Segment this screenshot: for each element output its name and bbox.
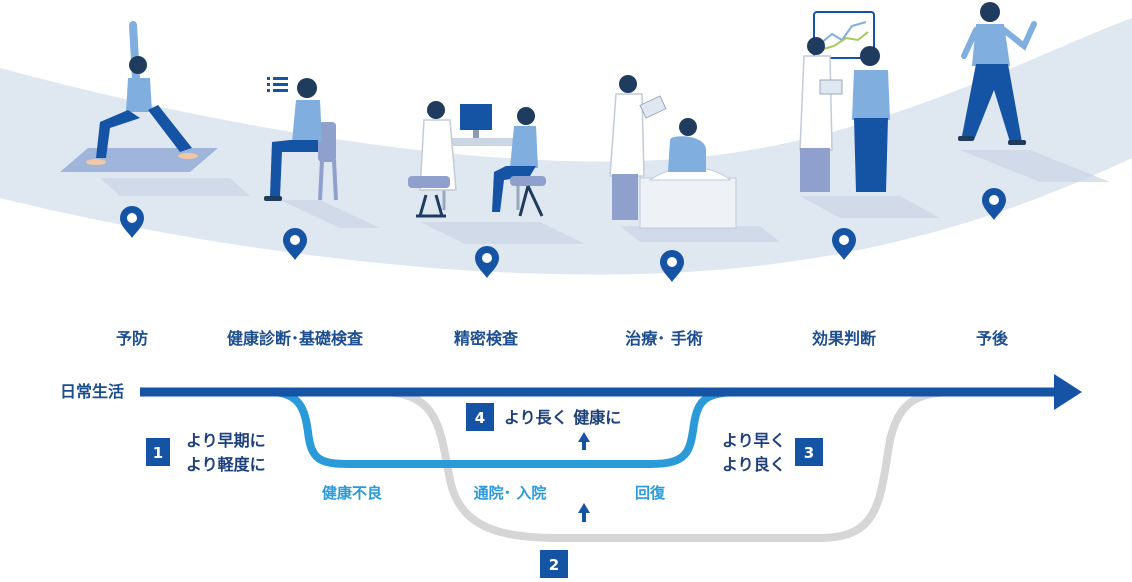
seated-person-icon bbox=[264, 77, 380, 228]
hospital-path bbox=[379, 388, 961, 542]
benefit-4: 4 より長く 健康に bbox=[466, 403, 621, 431]
walking-person-icon bbox=[958, 2, 1110, 182]
badge-1-number: 1 bbox=[153, 444, 163, 462]
badge-1 bbox=[146, 438, 170, 466]
location-pin-icon-5 bbox=[832, 228, 856, 260]
up-arrow-icon-bottom bbox=[578, 503, 590, 522]
stage-label-prognosis: 予後 bbox=[976, 329, 1009, 348]
daily-life-label: 日常生活 bbox=[60, 382, 124, 401]
benefit-4-text: より長く 健康に bbox=[504, 408, 621, 427]
benefit-3-line2: より良く bbox=[722, 455, 786, 474]
benefit-3: より早く より良く 3 bbox=[722, 431, 823, 474]
unwell-label: 健康不良 bbox=[322, 484, 382, 502]
unwell-path bbox=[269, 388, 741, 468]
hospital-label: 通院･ 入院 bbox=[474, 484, 547, 502]
badge-4-number: 4 bbox=[475, 409, 485, 427]
stage-label-prevention: 予防 bbox=[116, 329, 148, 348]
badge-4 bbox=[466, 403, 494, 431]
badge-2 bbox=[540, 550, 568, 578]
daily-life-arrowhead bbox=[1054, 374, 1082, 410]
hospital-bed-icon bbox=[609, 75, 780, 242]
benefit-2: 2 bbox=[540, 550, 568, 578]
badge-3 bbox=[795, 438, 823, 466]
recovery-label: 回復 bbox=[635, 484, 666, 502]
location-pin-icon-6 bbox=[982, 188, 1006, 220]
badge-2-number: 2 bbox=[549, 556, 559, 574]
location-pin-icon-3 bbox=[475, 246, 499, 278]
location-pin-icon-1 bbox=[120, 206, 144, 238]
benefit-1-line1: より早期に bbox=[186, 431, 266, 450]
stage-label-evaluation: 効果判断 bbox=[812, 329, 876, 348]
location-pin-icon-2 bbox=[283, 228, 307, 260]
doctor-consultation-icon bbox=[408, 101, 585, 244]
yoga-person-icon bbox=[60, 21, 250, 196]
up-arrow-icon-top bbox=[578, 432, 590, 450]
stage-label-treatment: 治療･ 手術 bbox=[625, 329, 703, 348]
benefit-1-line2: より軽度に bbox=[186, 455, 266, 474]
badge-3-number: 3 bbox=[804, 444, 814, 462]
stage-label-detailed-exam: 精密検査 bbox=[454, 329, 518, 348]
location-pin-icon-4 bbox=[660, 250, 684, 282]
benefit-1: 1 より早期に より軽度に bbox=[146, 431, 266, 474]
doctor-chart-review-icon bbox=[799, 11, 940, 218]
benefit-3-line1: より早く bbox=[722, 431, 786, 450]
stage-label-checkup: 健康診断･基礎検査 bbox=[227, 329, 363, 348]
